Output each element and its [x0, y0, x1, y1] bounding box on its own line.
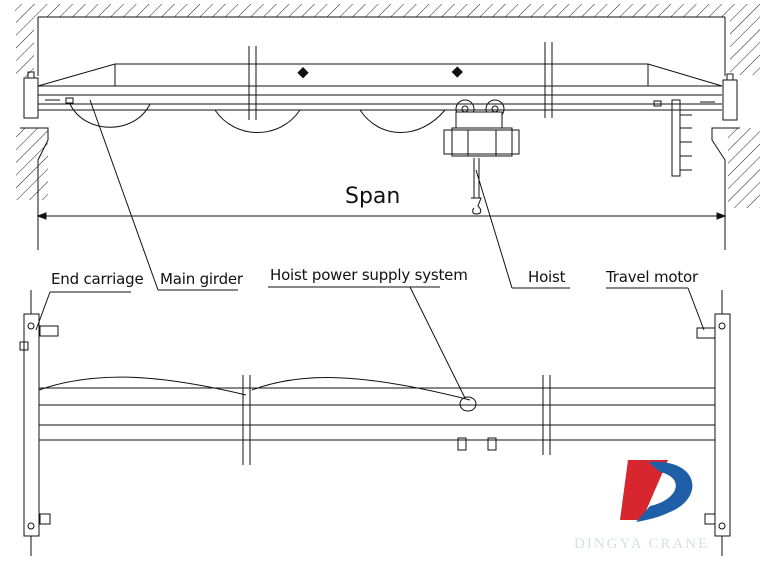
right-wall-hatch: [730, 17, 760, 75]
end-carriage-label: End carriage: [51, 270, 144, 288]
festoon-cable-plan-1: [38, 376, 247, 396]
festoon-cable-plan-2: [251, 377, 471, 401]
travel-motor-panel: [671, 99, 692, 177]
right-end-carriage: [722, 79, 738, 121]
festoon-cable-1: [69, 103, 151, 128]
plan-view: [19, 290, 731, 556]
festoon-cable-2: [214, 109, 301, 133]
right-lower-wall-hatch: [728, 128, 760, 208]
ceiling-hatch: [15, 4, 760, 17]
left-rail-bracket: [20, 127, 49, 200]
travel-motor-label: Travel motor: [605, 268, 699, 286]
elevation-view: [15, 4, 760, 250]
left-lower-wall-hatch: [16, 128, 48, 200]
company-logo: [620, 460, 693, 522]
right-end-carriage-plan: [714, 313, 731, 537]
span-label: Span: [345, 184, 400, 209]
main-girder-label: Main girder: [160, 270, 244, 288]
left-wall-hatch: [16, 17, 34, 77]
hoist-label: Hoist: [528, 268, 566, 286]
hoist-power-supply-label: Hoist power supply system: [270, 266, 468, 284]
logo-red-shape: [620, 460, 668, 520]
festoon-cable-3: [359, 109, 446, 133]
logo-blue-shape: [636, 461, 693, 522]
left-end-carriage-plan: [23, 313, 40, 537]
watermark-text: DINGYA CRANE: [574, 536, 709, 552]
right-rail-bracket: [711, 127, 740, 205]
hoist-unit: [443, 99, 520, 215]
leader-lines: [35, 99, 705, 399]
main-girder-top: [37, 63, 723, 87]
left-end-carriage: [23, 77, 39, 119]
